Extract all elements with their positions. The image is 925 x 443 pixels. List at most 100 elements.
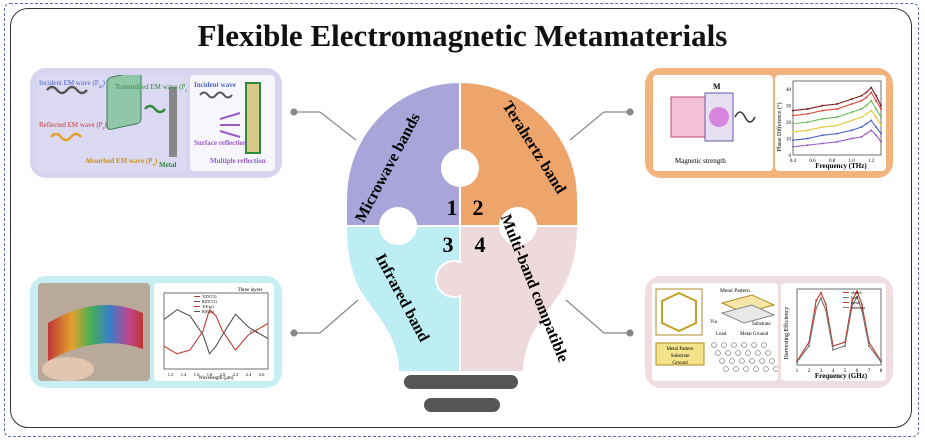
array-cell [755,350,761,356]
connector-lines [290,108,634,337]
incident-wave-subscript: in [99,85,103,90]
connector-terahertz-d [569,111,605,141]
array-cell [749,358,755,364]
field-glow [709,107,729,127]
ir-xtick-6: 2.4 [246,372,252,377]
thz-point-4-3 [836,132,838,135]
hand-shape [42,357,94,381]
mb-ylabel: Harvesting Efficiency [783,307,790,360]
ir-annotation: ε=1 [250,330,258,335]
mb-point-1-11 [880,360,882,363]
mb-plot-frame [796,288,882,366]
thz-point-3-7 [870,109,873,112]
array-cell [773,366,778,372]
array-cell [763,366,769,372]
thz-point-2-2 [821,117,824,120]
mb-point-1-6 [844,345,846,347]
array-cell [733,366,739,372]
thz-ytick-2: 20 [786,121,792,126]
incident-wave-arrow [199,91,233,99]
array-cell [725,350,731,356]
microwave-card-absorption: Incident EM wave (Pin) Reflected EM wave… [37,75,187,171]
ir-legend-3: R(Exp) [202,309,214,314]
thz-series-line-2 [792,99,882,125]
connector-microwave-dot [290,108,298,116]
thz-xtick-3: 1.0 [849,159,856,164]
array-cell [721,342,727,348]
ir-xtick-3: 1.8 [207,372,213,377]
magnet-coil [670,96,706,138]
thz-point-4-2 [821,134,824,137]
ir-series-line-1 [163,309,269,355]
svg-text:Reflected EM wave (Pr): Reflected EM wave (Pr) [39,121,107,132]
thz-point-1-4 [850,103,853,106]
thz-point-4-6 [865,122,868,125]
thz-point-2-4 [850,111,853,114]
connector-microwave-d [319,111,357,141]
metal-ground-label: Metal Ground [740,332,769,337]
transmitted-wave-label: Transmitted EM wave (P [115,83,185,91]
thz-point-5-3 [836,140,838,143]
metal-pattern-top-label: Metal Pattern [720,288,750,294]
terahertz-card-chart: Phase Difference (°) Frequency (THz) 0.4… [775,75,886,171]
mb-series-line-0 [796,289,882,362]
puzzle-piece-2 [459,80,579,227]
multiple-reflection-text: Multiple reflection [210,157,266,165]
thz-point-0-1 [806,107,809,110]
thz-point-2-0 [792,122,794,125]
absorption-illustration: Incident EM wave (Pin) Reflected EM wave… [39,75,187,169]
piece-number-3: 3 [443,232,454,257]
mb-xtick-3: 4 [832,369,835,374]
magnetic-strength-label: Magnetic strength [675,157,726,165]
thz-point-5-4 [850,137,853,140]
ir-series-line-0 [163,308,269,355]
terahertz-phase-chart: Phase Difference (°) Frequency (THz) 0.4… [776,80,882,170]
mb-point-1-9 [860,309,863,312]
thz-ytick-0: 0 [789,154,792,159]
microwave-card-reflection: Incident wave Surface reflection Multipl… [190,75,275,171]
thz-point-1-6 [865,96,868,99]
connector-infrared-d [319,299,359,334]
surface-reflection-text: Surface reflection [194,139,247,147]
absorbed-wave-label: Absorbed EM wave (P [85,157,153,165]
ir-xtick-2: 1.6 [194,372,200,377]
terahertz-setup-illustration: M Magnetic strength [670,82,756,165]
thz-point-1-3 [836,107,838,110]
microwave-panel: Incident EM wave (Pin) Reflected EM wave… [30,68,282,178]
thz-point-0-0 [792,109,794,112]
transmitted-wave-subscript: t [185,89,187,94]
terahertz-panel: M Magnetic strength Phase Difference (°)… [645,68,893,178]
mb-legend-1: load [851,295,858,300]
thz-xlabel: Frequency (THz) [815,162,867,170]
mb-point-1-2 [815,307,818,309]
puzzle-piece-1 [345,80,461,227]
array-cell [723,366,729,372]
array-cell [743,366,749,372]
array-cell [765,350,771,356]
thz-point-5-5 [860,135,863,138]
absorber-block [106,75,142,130]
metal-plate [169,87,177,157]
thz-point-3-8 [875,116,878,119]
infrared-flexible-film-photo [38,283,150,381]
thz-point-5-8 [875,134,878,137]
ir-legend-1: R(D1T2) [202,299,217,304]
thz-point-4-7 [870,119,873,122]
thz-point-1-9 [880,107,882,110]
thz-point-4-9 [880,132,882,135]
thz-point-5-6 [865,132,868,135]
thz-series-line-1 [792,91,882,117]
ir-xlabel: Wavelength (μm) [199,376,234,381]
m-label: M [713,82,721,91]
array-cell [719,358,725,364]
thz-wave [734,111,756,123]
incident-wave-line [46,85,88,95]
mb-xtick-7: 8 [880,369,883,374]
mb-point-1-0 [796,360,798,363]
incident-wave-label: Incident EM wave (P [39,79,99,87]
thz-point-3-0 [792,130,794,133]
surface-reflection-arrows [219,112,241,138]
mb-xtick-1: 2 [808,369,811,374]
multiband-structure-card: Metal Pattern Via Substrate Load Metal G… [652,283,778,381]
